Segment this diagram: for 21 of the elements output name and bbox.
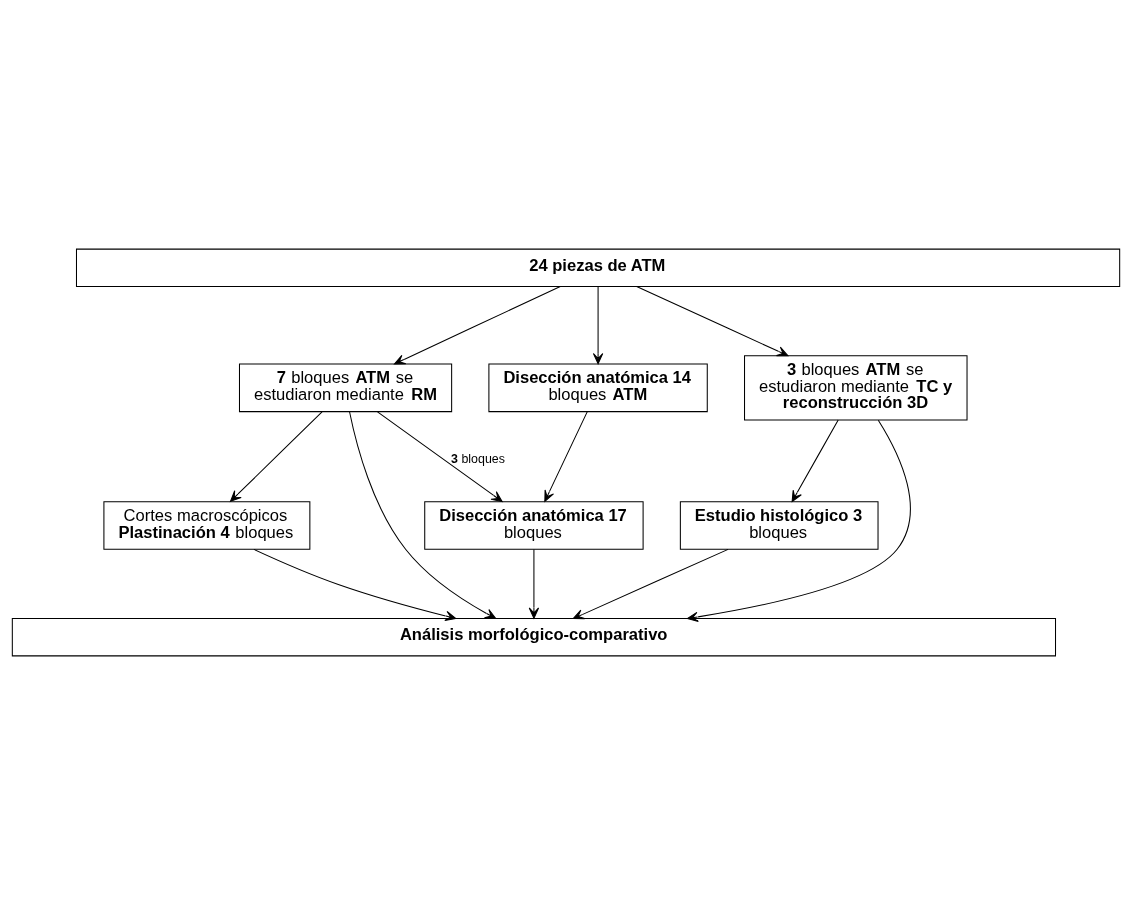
arrow: [791, 418, 839, 502]
arrow: [528, 548, 540, 619]
node-box: Análisis morfológico-comparativo: [11, 617, 1057, 656]
arrow: [636, 285, 789, 356]
arrow: [544, 410, 588, 502]
node-box: Estudio histológico 3 bloques: [679, 500, 879, 550]
node-box: 3 bloques ATM se estudiaron mediante TC y reconstrucción 3D: [744, 354, 968, 420]
arrow: [230, 410, 323, 502]
node-box: Disección anatómica 17 bloques: [424, 500, 644, 550]
arrow: [592, 285, 604, 364]
arrow: [349, 410, 497, 619]
node-box: 24 piezas de ATM: [75, 248, 1121, 287]
node-box: Disección anatómica 14 bloques ATM: [488, 363, 708, 412]
arrow: [572, 548, 729, 619]
arrow: [393, 285, 561, 364]
arrow: [686, 419, 911, 622]
node-box: 7 bloques ATM se estudiaron mediante RM: [238, 363, 453, 412]
arrow: [253, 548, 457, 621]
edge-label: 3 bloques: [451, 451, 505, 466]
arrow: [377, 410, 503, 502]
node-box: Cortes macroscópicos Plastinación 4 bloques: [103, 500, 311, 550]
